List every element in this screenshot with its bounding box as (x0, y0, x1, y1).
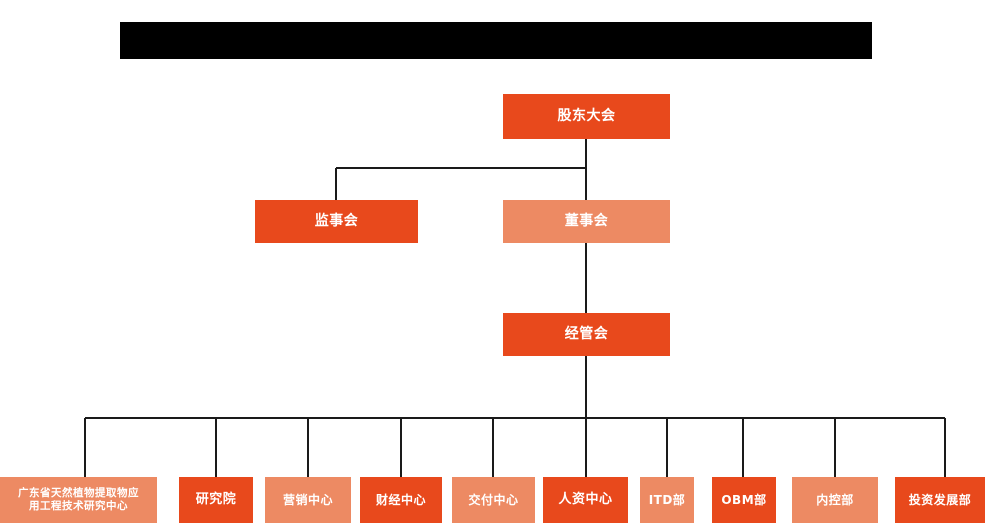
node-management-committee[interactable]: 经管会 (503, 313, 670, 356)
node-itd-department[interactable]: ITD部 (640, 477, 694, 523)
node-research-institute[interactable]: 研究院 (179, 477, 253, 523)
node-delivery-center[interactable]: 交付中心 (452, 477, 535, 523)
redacted-title-banner (120, 22, 872, 59)
node-board-of-supervisors-label: 监事会 (314, 212, 359, 229)
node-board-of-directors-label: 董事会 (564, 212, 609, 229)
node-marketing-center-label: 营销中心 (282, 492, 333, 507)
node-marketing-center[interactable]: 营销中心 (265, 477, 351, 523)
node-shareholders-meeting-label: 股东大会 (557, 107, 616, 124)
node-management-committee-label: 经管会 (564, 325, 609, 342)
node-investment-development-department-label: 投资发展部 (908, 492, 972, 507)
node-hr-center[interactable]: 人资中心 (543, 477, 628, 523)
node-finance-center-label: 财经中心 (375, 492, 426, 507)
node-finance-center[interactable]: 财经中心 (360, 477, 442, 523)
node-guangdong-research-center[interactable]: 广东省天然植物提取物应 用工程技术研究中心 (0, 477, 157, 523)
node-delivery-center-label: 交付中心 (468, 492, 519, 507)
node-guangdong-research-center-label: 广东省天然植物提取物应 用工程技术研究中心 (18, 486, 139, 512)
node-internal-control-department[interactable]: 内控部 (792, 477, 878, 523)
node-board-of-supervisors[interactable]: 监事会 (255, 200, 418, 243)
node-research-institute-label: 研究院 (195, 491, 237, 507)
node-shareholders-meeting[interactable]: 股东大会 (503, 94, 670, 139)
node-itd-department-label: ITD部 (648, 492, 686, 507)
node-obm-department[interactable]: OBM部 (712, 477, 776, 523)
node-internal-control-department-label: 内控部 (816, 492, 854, 507)
node-obm-department-label: OBM部 (721, 492, 767, 507)
node-investment-development-department[interactable]: 投资发展部 (895, 477, 985, 523)
node-board-of-directors[interactable]: 董事会 (503, 200, 670, 243)
node-hr-center-label: 人资中心 (558, 491, 613, 507)
